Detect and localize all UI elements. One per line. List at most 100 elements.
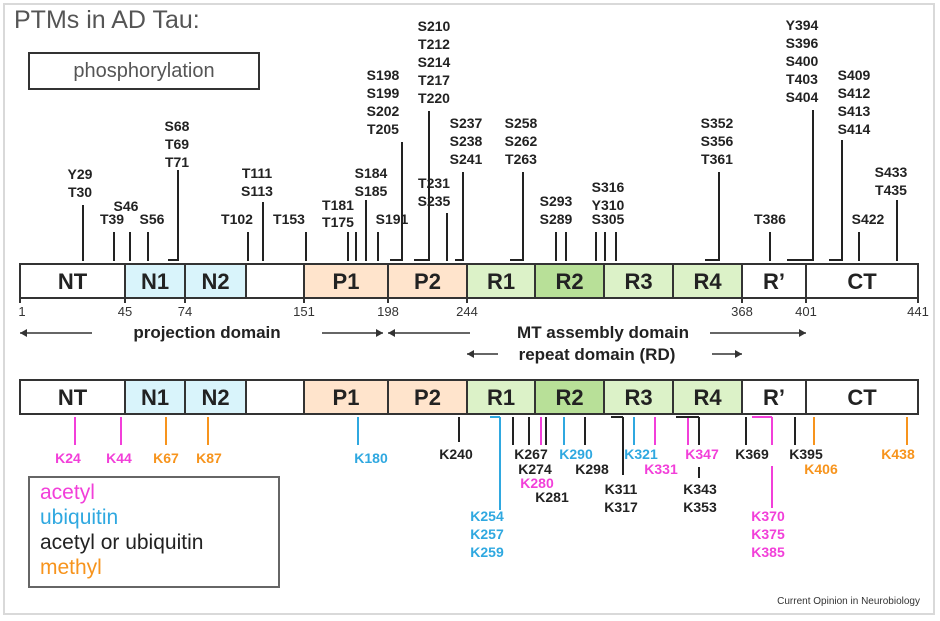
lower-domain-nt <box>19 379 126 415</box>
lysine-site-label: K280 <box>520 475 554 491</box>
figure-title: PTMs in AD Tau: <box>14 6 200 34</box>
phospho-site-label: S214 <box>418 54 451 70</box>
phospho-site-label: T263 <box>505 151 537 167</box>
lysine-site-label: K438 <box>881 446 915 462</box>
lysine-site-label: K406 <box>804 461 838 477</box>
phospho-site-label: S238 <box>450 133 483 149</box>
upper-domain-label: R3 <box>624 269 652 294</box>
lower-domain-p1 <box>303 379 389 415</box>
lower-domain-label: R3 <box>624 385 652 410</box>
phospho-site-label: T205 <box>367 121 399 137</box>
phospho-site-label: S191 <box>376 211 409 227</box>
upper-domain-label: P1 <box>333 269 360 294</box>
phospho-site-label: S356 <box>701 133 734 149</box>
lower-domain-label: R2 <box>555 385 583 410</box>
lysine-site-label: K257 <box>470 526 504 542</box>
upper-domain-label: R4 <box>693 269 722 294</box>
phospho-site-label: S433 <box>875 164 908 180</box>
phospho-site-label: T175 <box>322 214 354 230</box>
phospho-site-label: T71 <box>165 154 189 170</box>
scale-tick-label: 74 <box>178 304 192 319</box>
phospho-site-label: S412 <box>838 85 871 101</box>
lower-domain-label: NT <box>58 385 88 410</box>
projection-domain-label: projection domain <box>133 323 280 342</box>
phospho-site-label: S113 <box>241 183 273 199</box>
phospho-site-label: S68 <box>165 118 190 134</box>
lysine-site-label: K24 <box>55 450 81 466</box>
scale-tick-label: 244 <box>456 304 478 319</box>
arrowhead-right <box>799 329 806 337</box>
phospho-site-label: S400 <box>786 53 819 69</box>
lower-domain-label: N1 <box>141 385 169 410</box>
phospho-site-label: S316 <box>592 179 625 195</box>
upper-domain-r2 <box>534 263 605 299</box>
phospho-site-label: Y29 <box>68 166 93 182</box>
phospho-site-label: T153 <box>273 211 305 227</box>
lysine-site-label: K281 <box>535 489 569 505</box>
upper-domain-label: N2 <box>201 269 229 294</box>
lysine-site-label: K259 <box>470 544 504 560</box>
lysine-site-label: K87 <box>196 450 222 466</box>
phospho-site-label: S202 <box>367 103 400 119</box>
journal-credit: Current Opinion in Neurobiology <box>777 596 920 607</box>
phospho-site-label: T212 <box>418 36 450 52</box>
scale-tick-label: 151 <box>293 304 315 319</box>
lysine-site-label: K254 <box>470 508 504 524</box>
phospho-site-label: Y394 <box>786 17 819 33</box>
phosphorylation-label: phosphorylation <box>73 59 215 82</box>
upper-domain-r1 <box>466 263 536 299</box>
phospho-site-label: T361 <box>701 151 733 167</box>
lower-domain-label: R4 <box>693 385 722 410</box>
lysine-site-label: K311 <box>605 481 638 497</box>
phospho-site-label: T403 <box>786 71 818 87</box>
lower-domain-label: CT <box>847 385 877 410</box>
phospho-site-label: S56 <box>140 211 165 227</box>
lysine-site-label: K347 <box>685 446 719 462</box>
lysine-site-label: K375 <box>751 526 785 542</box>
arrowhead-right <box>376 329 383 337</box>
upper-domain-label: R1 <box>487 269 515 294</box>
lower-domain-label: P1 <box>333 385 360 410</box>
phospho-site-label: S262 <box>505 133 538 149</box>
lysine-site-label: K298 <box>575 461 609 477</box>
upper-domain-label: R2 <box>555 269 583 294</box>
lower-domain-label: P2 <box>414 385 441 410</box>
phospho-site-label: S404 <box>786 89 819 105</box>
upper-domain-n2 <box>184 263 247 299</box>
phospho-site-label: S422 <box>852 211 885 227</box>
phospho-site-label: S46 <box>114 198 139 214</box>
lysine-site-label: K67 <box>153 450 179 466</box>
lower-domain-ct <box>805 379 919 415</box>
upper-domain-ct <box>805 263 919 299</box>
scale-tick-label: 45 <box>118 304 132 319</box>
lower-domain-label: R1 <box>487 385 515 410</box>
phospho-site-label: S184 <box>355 165 388 181</box>
phospho-site-label: S414 <box>838 121 871 137</box>
phospho-site-label: S413 <box>838 103 871 119</box>
upper-domain-r3 <box>603 263 674 299</box>
phospho-site-label: S235 <box>418 193 451 209</box>
phospho-site-label: T386 <box>754 211 786 227</box>
phospho-site-label: S241 <box>450 151 483 167</box>
phospho-site-label: S185 <box>355 183 388 199</box>
lysine-site-label: K274 <box>518 461 552 477</box>
lysine-site-label: K267 <box>514 446 548 462</box>
lower-domain-r4 <box>672 379 743 415</box>
lower-domain-rprime <box>741 379 807 415</box>
upper-domain-n1 <box>124 263 186 299</box>
figure-frame <box>3 3 935 615</box>
lower-domain-n1 <box>124 379 186 415</box>
upper-domain-label: P2 <box>414 269 441 294</box>
lower-domain-p2 <box>387 379 468 415</box>
legend-acetyl-or-ubiquitin: acetyl or ubiquitin <box>40 531 204 554</box>
lysine-site-label: K331 <box>644 461 678 477</box>
phospho-site-label: S237 <box>450 115 483 131</box>
phospho-site-label: Y310 <box>592 197 625 213</box>
scale-tick-label: 441 <box>907 304 929 319</box>
phospho-site-label: T69 <box>165 136 189 152</box>
upper-domain-label: N1 <box>141 269 169 294</box>
lysine-site-label: K395 <box>789 446 823 462</box>
legend: acetyl ubiquitin acetyl or ubiquitin met… <box>28 476 280 588</box>
lysine-site-label: K180 <box>354 450 388 466</box>
